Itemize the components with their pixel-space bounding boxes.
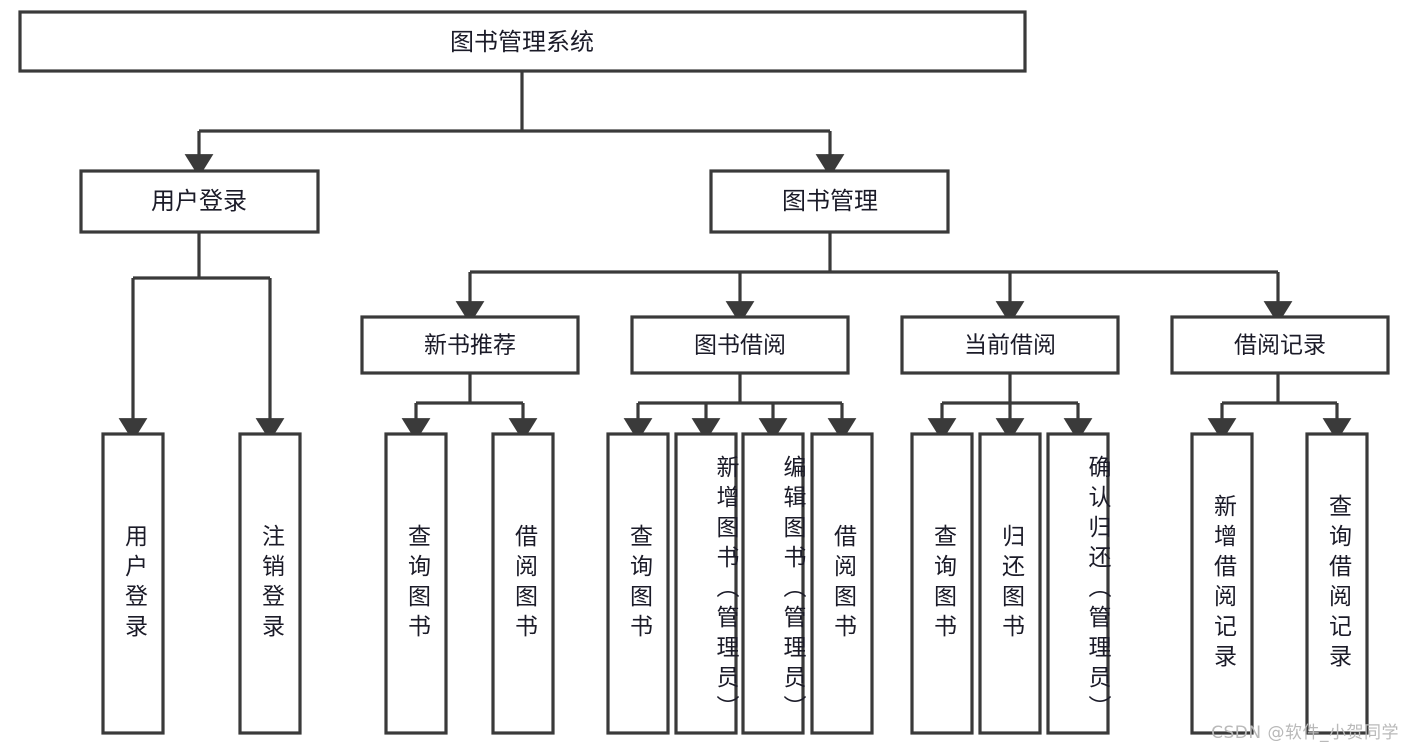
node-book-manage-label: 图书管理 bbox=[782, 187, 878, 215]
node-book-manage-box[interactable] bbox=[709, 169, 950, 234]
edge-group-user-login bbox=[118, 232, 285, 442]
node-borrow-box[interactable] bbox=[630, 315, 850, 375]
node-borrow-record-box[interactable] bbox=[1170, 315, 1390, 375]
node-borrow-record-label: 借阅记录 bbox=[1234, 333, 1326, 359]
edge-group-record bbox=[1207, 373, 1352, 442]
node-borrow-label: 图书借阅 bbox=[694, 333, 786, 359]
leaf-box-4[interactable] bbox=[491, 432, 555, 735]
node-current-borrow-box[interactable] bbox=[900, 315, 1120, 375]
node-current-borrow-label: 当前借阅 bbox=[964, 333, 1056, 359]
leaf-box-5[interactable] bbox=[606, 432, 670, 735]
leaf-box-6[interactable] bbox=[674, 432, 738, 735]
node-new-book-box[interactable] bbox=[360, 315, 580, 375]
edge-group-new-book bbox=[401, 373, 538, 442]
leaf-box-8[interactable] bbox=[810, 432, 874, 735]
leaf-box-11[interactable] bbox=[1046, 432, 1110, 735]
node-user-login[interactable]: 用户登录 bbox=[79, 169, 320, 234]
node-root-label: 图书管理系统 bbox=[450, 28, 594, 56]
leaf-box-2[interactable] bbox=[238, 432, 302, 735]
leaf-box-1[interactable] bbox=[101, 432, 165, 735]
edge-group-borrow bbox=[623, 373, 857, 442]
leaf-box-12[interactable] bbox=[1190, 432, 1254, 735]
node-root[interactable]: 图书管理系统 bbox=[18, 10, 1027, 73]
node-current-borrow[interactable]: 当前借阅 bbox=[900, 315, 1120, 375]
node-borrow-record[interactable]: 借阅记录 bbox=[1170, 315, 1390, 375]
edge-group-book-manage bbox=[455, 232, 1293, 325]
edge-group-current bbox=[927, 373, 1093, 442]
leaf-box-10[interactable] bbox=[978, 432, 1042, 735]
node-borrow[interactable]: 图书借阅 bbox=[630, 315, 850, 375]
leaf-box-13[interactable] bbox=[1305, 432, 1369, 735]
leaf-box-7[interactable] bbox=[741, 432, 805, 735]
node-new-book-label: 新书推荐 bbox=[424, 333, 516, 359]
node-new-book[interactable]: 新书推荐 bbox=[360, 315, 580, 375]
watermark: CSDN @软件_小贺同学 bbox=[1211, 723, 1399, 743]
leaf-box-3[interactable] bbox=[384, 432, 448, 735]
node-book-manage[interactable]: 图书管理 bbox=[709, 169, 950, 234]
node-root-box[interactable] bbox=[18, 10, 1027, 73]
edge-group-root bbox=[184, 71, 845, 178]
leaf-box-9[interactable] bbox=[910, 432, 974, 735]
node-user-login-label: 用户登录 bbox=[151, 187, 247, 215]
node-user-login-box[interactable] bbox=[79, 169, 320, 234]
